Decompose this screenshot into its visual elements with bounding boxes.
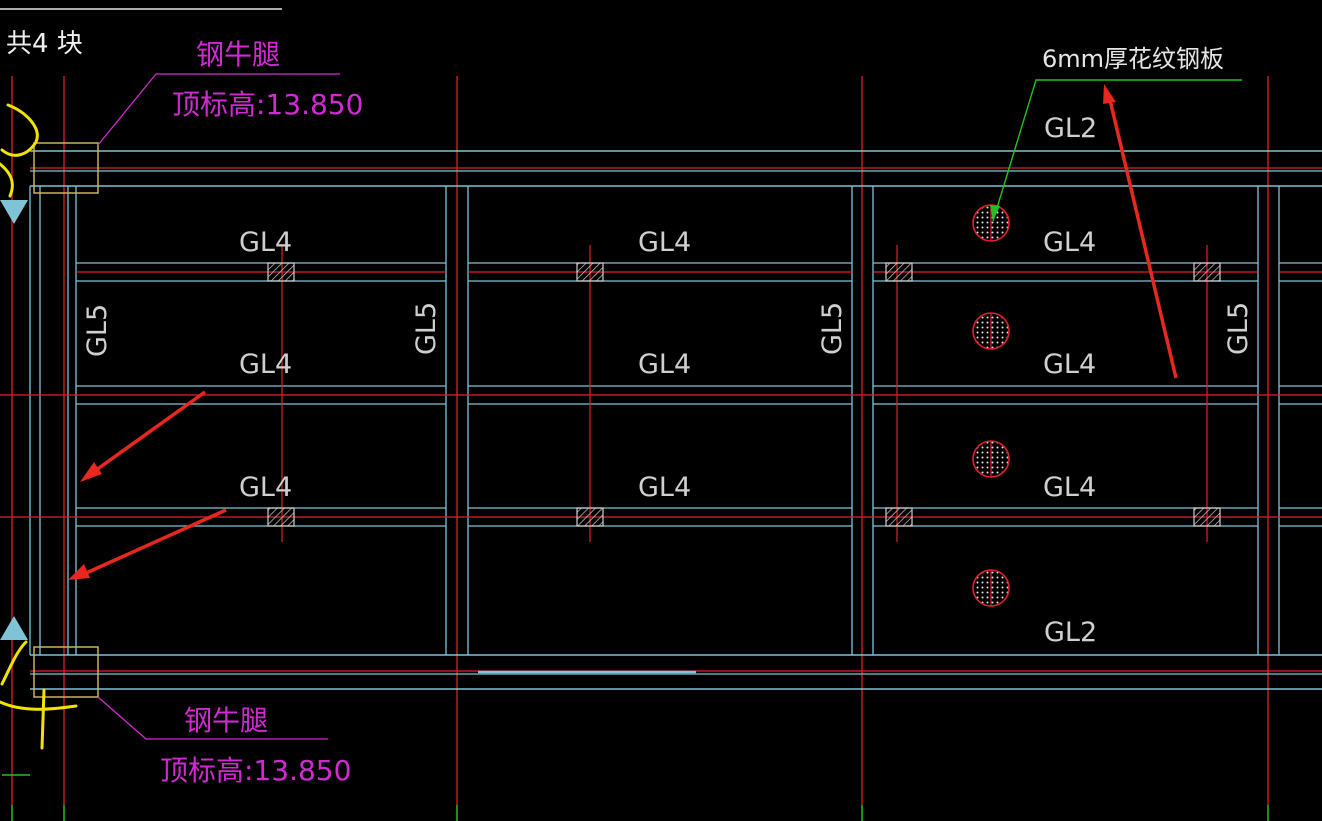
hatched-square-icon [885, 262, 913, 282]
label-gl4: GL4 [638, 227, 691, 258]
label-gl4: GL4 [638, 472, 691, 503]
label-gl4: GL4 [1043, 349, 1096, 380]
bracket-bottom-name: 钢牛腿 [184, 704, 268, 737]
label-gl2-top: GL2 [1044, 113, 1097, 144]
leader-arrowhead [990, 205, 1000, 221]
leader-bracket-bottom [97, 696, 328, 740]
label-gl4: GL4 [1043, 472, 1096, 503]
freehand-highlight-marks [0, 103, 78, 750]
left-column [29, 186, 41, 655]
axis-lines-vertical [11, 76, 1269, 805]
label-gl4: GL4 [1043, 227, 1096, 258]
up-triangle-icon [0, 616, 28, 640]
hatched-square-icon [267, 262, 295, 282]
beam-gl2-bottom [30, 654, 1322, 690]
bracket-box-bottom [33, 646, 99, 698]
count-note: 共4 块 [6, 29, 83, 59]
hatched-circle-icon [972, 440, 1010, 478]
hatched-square-icon [576, 262, 604, 282]
hatched-square-icon [1193, 262, 1221, 282]
hatched-square-icon [1193, 507, 1221, 527]
red-arrow-icons [68, 84, 1178, 580]
hatched-circle-icon [972, 569, 1010, 607]
bay-centerlines [281, 245, 1208, 542]
red-arrow-icon [80, 390, 207, 482]
leader-bracket-top [97, 73, 340, 146]
plate-note: 6mm厚花纹钢板 [1042, 45, 1224, 73]
hatched-square-icon [267, 507, 295, 527]
label-gl5: GL5 [817, 302, 848, 355]
beam-gl4-row-2 [0, 385, 1322, 405]
label-gl5: GL5 [82, 304, 113, 357]
hatched-square-icons [267, 262, 1221, 527]
beam-gl4-row-1 [76, 262, 1322, 282]
bracket-box-top [33, 142, 99, 194]
down-triangle-icon [0, 200, 28, 224]
hatched-circle-icon [972, 204, 1010, 242]
hatched-square-icon [576, 507, 604, 527]
label-gl4: GL4 [239, 227, 292, 258]
beam-gl4-row-3 [0, 507, 1322, 527]
hatched-square-icon [885, 507, 913, 527]
label-gl5: GL5 [411, 302, 442, 355]
label-gl4: GL4 [239, 349, 292, 380]
beam-gl2-top [30, 150, 1322, 187]
axis-stubs-bottom [2, 774, 1269, 821]
bracket-bottom-elevation: 顶标高:13.850 [160, 754, 351, 787]
label-gl5: GL5 [1223, 302, 1254, 355]
leader-plate-note [992, 79, 1242, 222]
label-gl2-bottom: GL2 [1044, 617, 1097, 648]
label-gl4: GL4 [638, 349, 691, 380]
label-gl4: GL4 [239, 472, 292, 503]
red-arrow-icon [1103, 84, 1178, 379]
hatched-circle-icon [972, 312, 1010, 350]
bracket-top-elevation: 顶标高:13.850 [172, 88, 363, 121]
hatched-circle-icons [972, 204, 1010, 607]
red-arrow-icon [68, 508, 227, 580]
bracket-top-name: 钢牛腿 [196, 38, 280, 71]
